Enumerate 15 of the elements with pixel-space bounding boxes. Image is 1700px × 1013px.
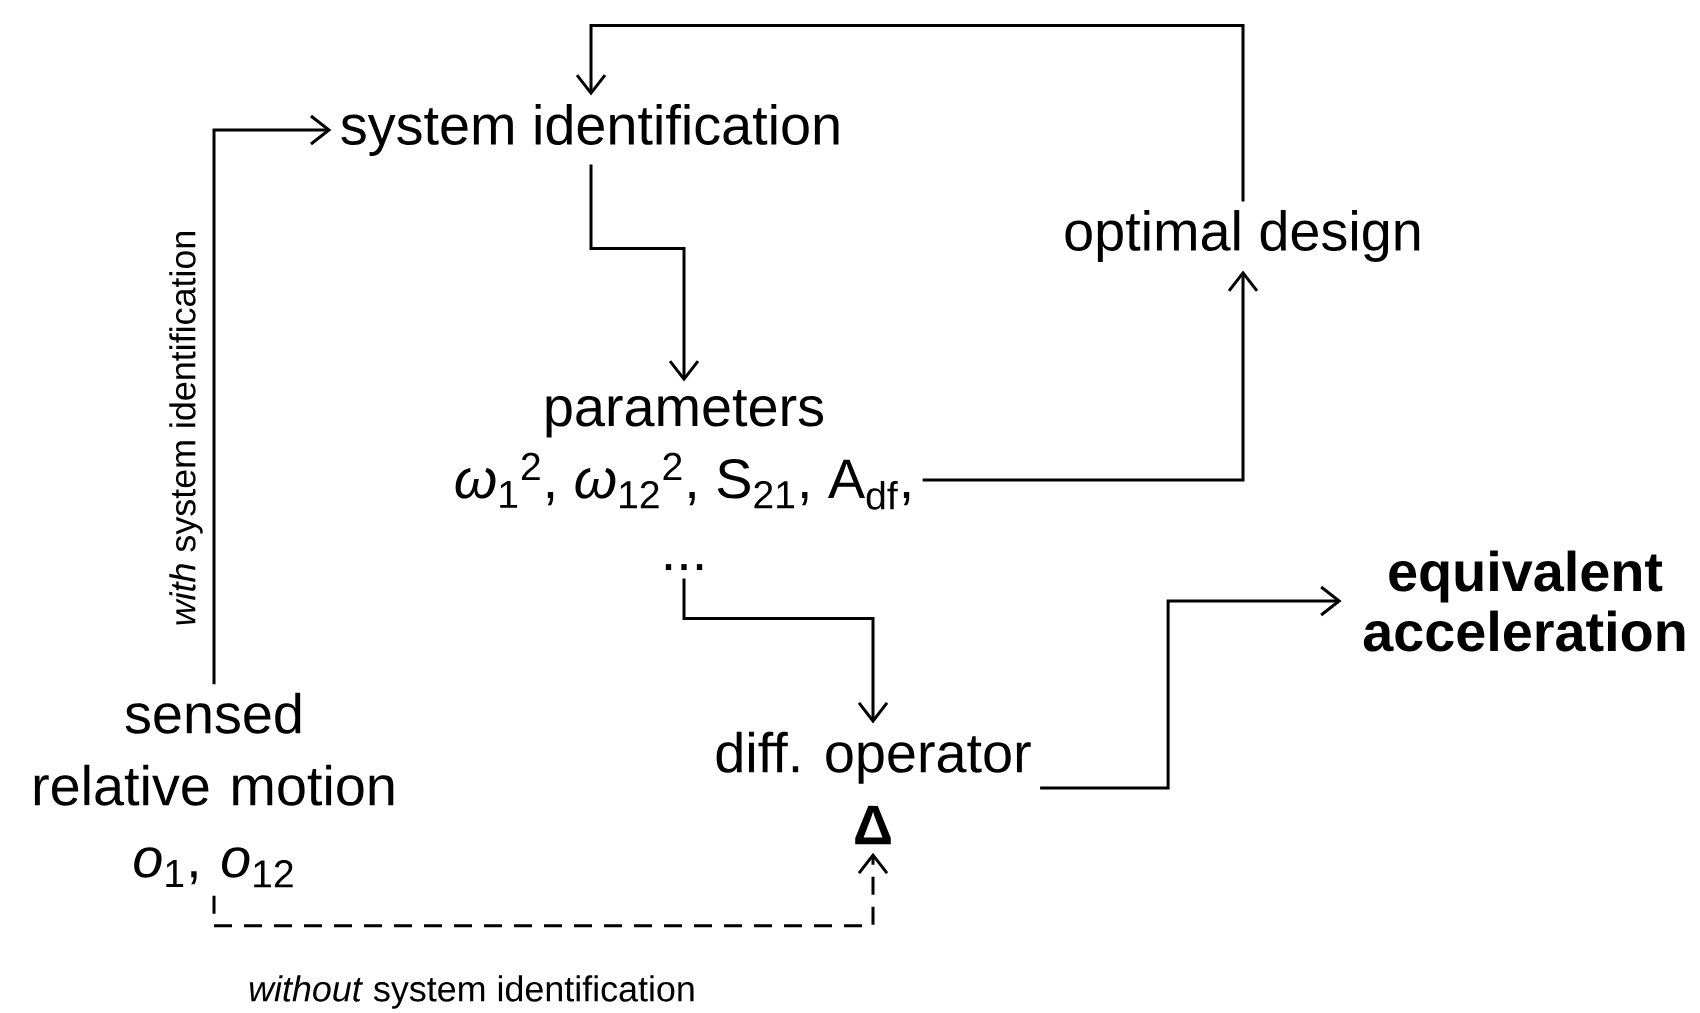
node-text: diff. operator Δ: [716, 731, 1031, 845]
arrow: [922, 270, 1259, 482]
arrow: [212, 114, 332, 685]
arrow: [575, 24, 1245, 202]
arrow: [589, 164, 700, 382]
node-text: parameters ω$_{1}$$^{2}$, ω$_{12}$$^{2}$, S$_{21}$, A$_{df}$, ...: [455, 390, 910, 571]
node-text: equivalent acceleration: [1363, 550, 1685, 652]
node-text: system identification: [341, 104, 839, 156]
arrow: [1040, 585, 1342, 790]
dashed-arrow: [212, 852, 889, 928]
edge-label: without system identification: [249, 975, 694, 1009]
edge-label: with system identification: [169, 232, 203, 625]
arrow: [682, 578, 889, 724]
node-text: optimal design: [1065, 210, 1420, 262]
node-text: sensed relative motion o$_{1}$, o$_{12}$: [34, 692, 394, 888]
